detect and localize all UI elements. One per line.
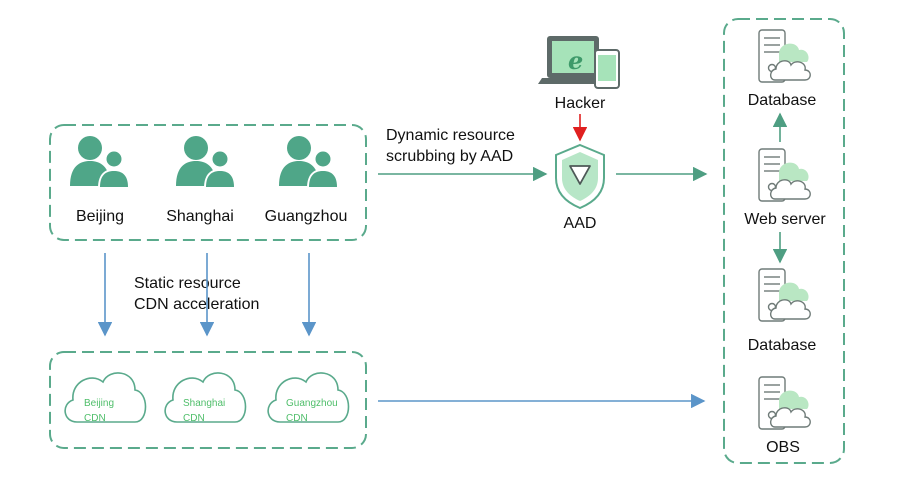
server-cloud-icon bbox=[758, 376, 811, 430]
server-label-obs: OBS bbox=[766, 439, 800, 456]
server-cloud-icon bbox=[758, 29, 811, 83]
shield-icon bbox=[555, 143, 605, 210]
user-label-shanghai: Shanghai bbox=[166, 208, 234, 225]
static-resource-label: Static resource bbox=[134, 275, 241, 292]
cdn-label-shanghai-1: Shanghai bbox=[183, 398, 225, 409]
cdn-label-shanghai-2: CDN bbox=[183, 413, 205, 424]
aad-scrubbing-label: scrubbing by AAD bbox=[386, 148, 513, 165]
laptop-phone-icon: e bbox=[538, 36, 620, 89]
cdn-label-beijing-1: Beijing bbox=[84, 398, 114, 409]
user-group-icon bbox=[279, 136, 339, 188]
cdn-label-guangzhou-1: Guangzhou bbox=[286, 398, 338, 409]
cdn-region-box bbox=[49, 351, 367, 449]
user-group-icon bbox=[176, 136, 236, 188]
server-label-web-server: Web server bbox=[744, 211, 826, 228]
server-cloud-icon bbox=[758, 268, 811, 322]
server-label-database-bottom: Database bbox=[748, 337, 817, 354]
user-label-beijing: Beijing bbox=[76, 208, 124, 225]
cdn-acceleration-label: CDN acceleration bbox=[134, 296, 259, 313]
cdn-label-beijing-2: CDN bbox=[84, 413, 106, 424]
dynamic-resource-label: Dynamic resource bbox=[386, 127, 515, 144]
aad-label: AAD bbox=[564, 215, 597, 232]
server-cloud-icon bbox=[758, 148, 811, 202]
users-region-box bbox=[49, 124, 367, 241]
backend-region-box bbox=[723, 18, 845, 464]
server-label-database-top: Database bbox=[748, 92, 817, 109]
svg-text:e: e bbox=[568, 46, 583, 75]
hacker-label: Hacker bbox=[555, 95, 606, 112]
user-label-guangzhou: Guangzhou bbox=[265, 208, 348, 225]
user-group-icon bbox=[70, 136, 130, 188]
cdn-label-guangzhou-2: CDN bbox=[286, 413, 308, 424]
